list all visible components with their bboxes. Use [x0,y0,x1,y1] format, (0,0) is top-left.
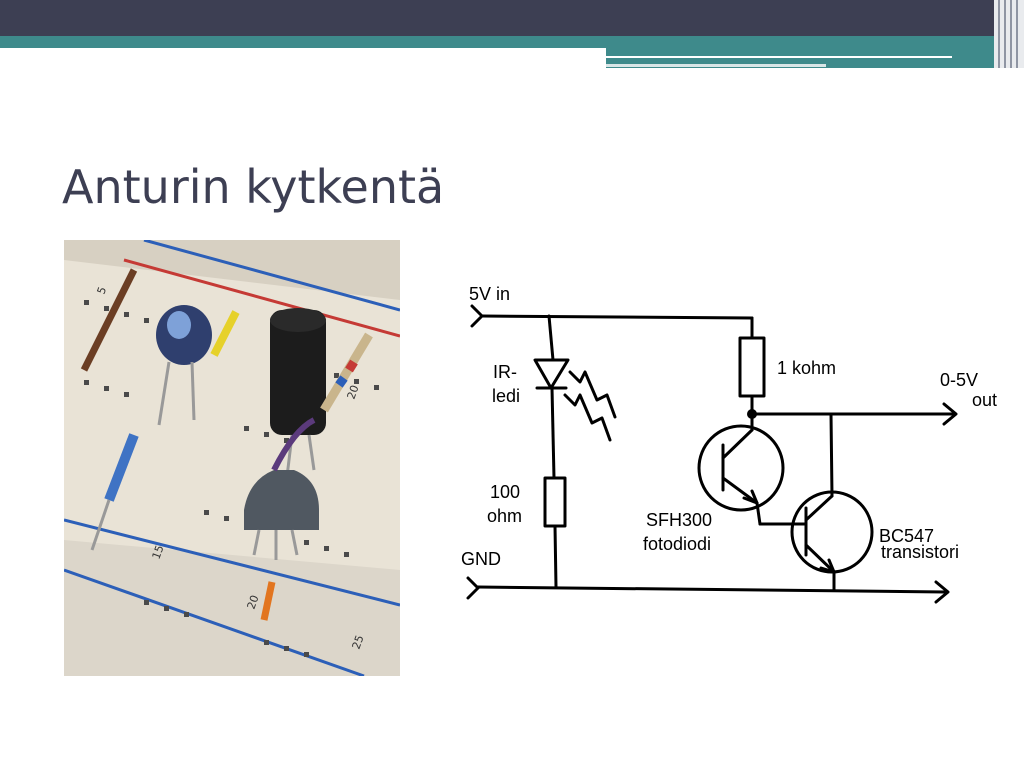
output-arrow [942,402,958,426]
supply-wire [480,314,754,320]
label-1-kohm: 1 kohm [777,358,836,378]
ground-right-arrow [934,580,950,604]
label-100-ohm: 100 [490,482,520,502]
label-output: 0-5V [940,370,978,390]
breadboard-number: 20 [345,383,362,401]
slide-title: Anturin kytkentä [62,160,445,214]
breadboard-number: 15 [150,543,167,561]
label-ir-led: ledi [492,386,520,406]
label-transistor: BC547 [879,526,934,546]
circuit-schematic: 5V in IR- ledi 100 ohm GND 1 kohm 0-5V o… [461,284,997,604]
ground-wire [476,585,947,594]
breadboard-number: 20 [245,593,262,611]
header-corner-stripes [994,0,1024,68]
breadboard-number: 25 [350,633,367,651]
header-thin-line [606,56,952,58]
photodiode-circle [697,424,785,512]
label-ir-led: IR- [493,362,517,382]
label-photodiode: SFH300 [646,510,712,530]
label-gnd: GND [461,549,501,569]
label-100-ohm: ohm [487,506,522,526]
header-teal-accent [606,48,1024,68]
led-supply-wire [547,314,555,362]
junction-dot [747,409,757,419]
ir-emission-arrow [568,370,617,419]
ir-led-symbol [533,358,570,390]
breadboard-photo: 5 15 20 20 25 [64,240,400,676]
transistor-circle [790,490,874,574]
label-output: out [972,390,997,410]
resistor-100-symbol [543,476,567,528]
label-photodiode: fotodiodi [643,534,711,554]
ir-emission-arrow [563,393,612,442]
header-dark-bar [0,0,1024,36]
label-transistor: transistori [881,542,959,562]
breadboard-number: 5 [95,285,110,296]
resistor-1k-symbol [738,336,766,398]
header-teal-bar [0,36,1024,48]
header-thin-line-light [606,64,826,67]
label-5v-in: 5V in [469,284,510,304]
gnd-arrow [466,576,480,600]
